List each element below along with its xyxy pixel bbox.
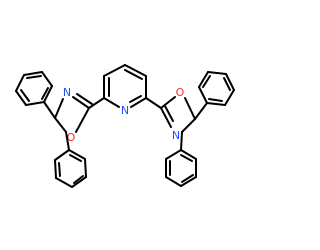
bond bbox=[20, 89, 30, 102]
bond bbox=[103, 97, 120, 108]
bond bbox=[54, 149, 70, 161]
bond bbox=[41, 87, 49, 100]
bond bbox=[41, 71, 53, 87]
bond bbox=[160, 96, 176, 109]
bis-oxazoline-pyridine-structure: N N O bbox=[15, 64, 235, 188]
right-oxazoline-oxygen-label: O bbox=[176, 86, 185, 99]
pyridine-nitrogen-label: N bbox=[121, 104, 129, 117]
bond bbox=[180, 149, 197, 160]
bond bbox=[103, 64, 126, 77]
bond bbox=[54, 159, 57, 179]
bond bbox=[129, 95, 142, 103]
right-lower-phenyl-ring bbox=[165, 131, 197, 187]
bond bbox=[223, 77, 231, 91]
bond bbox=[225, 73, 235, 91]
bond bbox=[165, 176, 182, 187]
bond bbox=[206, 102, 226, 106]
bond bbox=[65, 131, 70, 151]
bond bbox=[180, 154, 193, 162]
bond bbox=[73, 175, 84, 184]
bond bbox=[198, 71, 209, 88]
bond bbox=[55, 177, 73, 188]
right-oxazoline-nitrogen-label: N bbox=[172, 129, 180, 142]
bond bbox=[72, 96, 90, 109]
bond bbox=[68, 149, 86, 160]
bond bbox=[15, 90, 27, 106]
bond bbox=[130, 97, 147, 108]
bond bbox=[160, 107, 172, 128]
bond bbox=[54, 98, 64, 119]
bond bbox=[71, 176, 87, 188]
bond bbox=[15, 74, 25, 92]
bond bbox=[180, 176, 197, 187]
bond bbox=[75, 107, 90, 133]
left-oxazoline-nitrogen-label: N bbox=[63, 86, 71, 99]
right-oxazoline-ring: O N bbox=[145, 86, 196, 142]
bond bbox=[26, 75, 42, 79]
bond bbox=[180, 131, 183, 151]
bond bbox=[224, 89, 235, 106]
bond bbox=[58, 162, 61, 177]
bond bbox=[207, 71, 227, 75]
bond bbox=[54, 117, 67, 133]
left-oxazoline-ring: N O bbox=[54, 86, 105, 144]
bond bbox=[23, 71, 43, 76]
left-lower-phenyl-ring bbox=[54, 131, 87, 188]
bond bbox=[124, 64, 147, 77]
bond bbox=[25, 101, 45, 106]
bond bbox=[124, 69, 143, 80]
bond bbox=[88, 97, 105, 109]
bond bbox=[84, 158, 87, 178]
bond bbox=[165, 149, 182, 160]
bond bbox=[43, 85, 53, 103]
right-upper-phenyl-ring bbox=[194, 71, 235, 120]
bond bbox=[145, 97, 162, 109]
bond bbox=[76, 93, 93, 105]
bond bbox=[69, 154, 82, 162]
bond bbox=[181, 118, 196, 133]
bond bbox=[43, 101, 56, 119]
bond bbox=[198, 86, 208, 104]
left-oxazoline-oxygen-label: O bbox=[67, 131, 76, 144]
bond bbox=[184, 97, 196, 120]
bond bbox=[164, 105, 174, 122]
bond bbox=[208, 98, 223, 102]
bond bbox=[181, 174, 194, 183]
pyridine-ring: N bbox=[103, 64, 147, 117]
bond bbox=[194, 102, 208, 120]
bond bbox=[202, 75, 211, 88]
left-upper-phenyl-ring bbox=[15, 71, 56, 119]
